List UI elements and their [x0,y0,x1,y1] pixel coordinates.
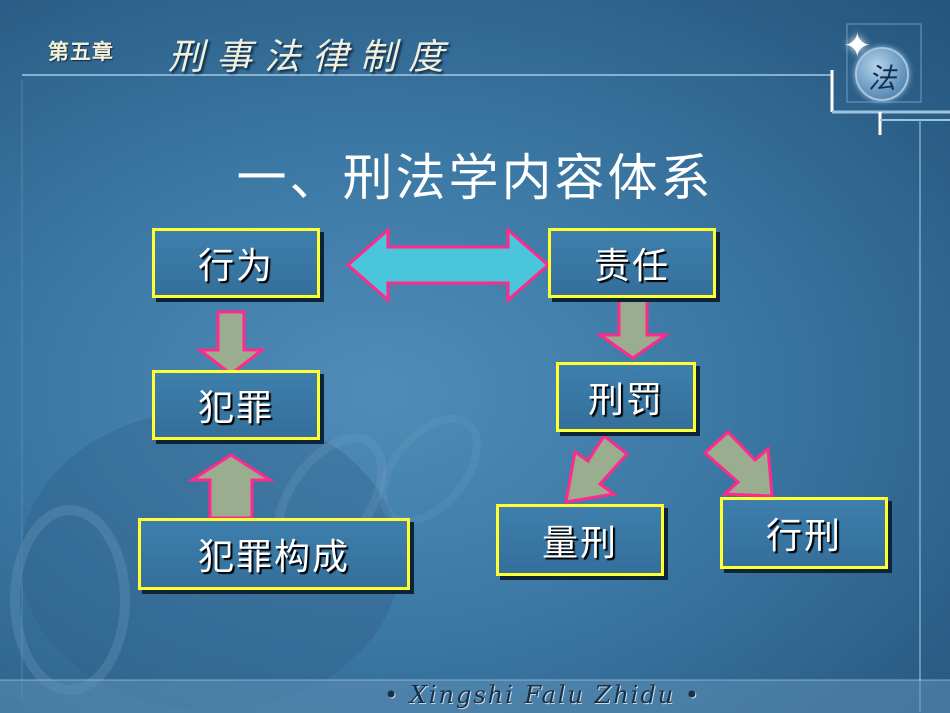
double-arrow [345,226,551,304]
sparkle-icon: ✦ [843,26,872,66]
page-title: 一、刑法学内容体系 [236,149,714,207]
seal-char: 法 [867,62,896,95]
law-seal-icon: 法 [855,47,909,101]
chapter-title: 刑事法律制度 [168,37,457,78]
node-crime: 犯罪 [152,370,320,440]
node-responsibility: 责任 [548,228,716,298]
arrow-behavior-to-crime [195,310,267,376]
arrow-punishment-to-sentencing [564,433,630,504]
chapter-label: 第五章 [48,40,114,64]
node-crime-constitution: 犯罪构成 [138,518,410,590]
node-punishment: 刑罚 [556,362,696,432]
arrow-constitution-to-crime [186,453,276,520]
node-behavior: 行为 [152,228,320,298]
node-sentencing: 量刑 [496,504,664,576]
node-execution: 行刑 [720,497,888,569]
footer-caption: • Xingshi Falu Zhidu • [384,681,701,709]
arrow-responsibility-to-punishment [595,296,671,360]
arrow-punishment-to-execution [702,429,774,498]
